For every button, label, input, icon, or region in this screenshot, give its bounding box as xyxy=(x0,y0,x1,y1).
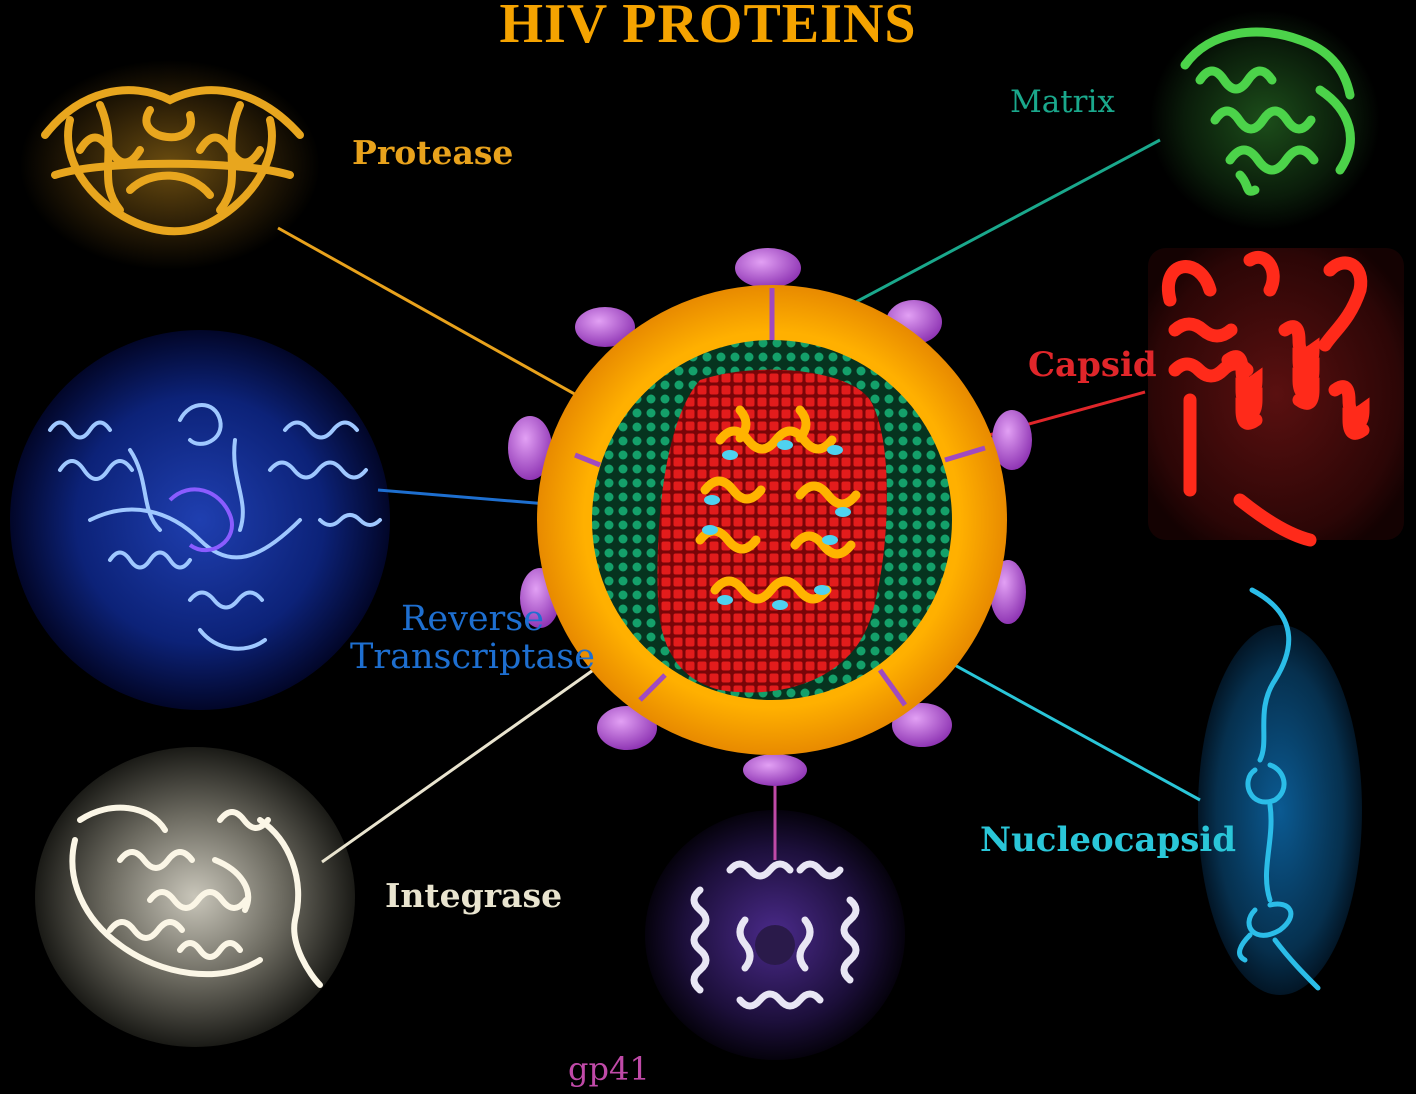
protease-structure xyxy=(20,60,320,270)
nucleocapsid-structure xyxy=(1198,590,1362,995)
label-nucleocapsid: Nucleocapsid xyxy=(980,820,1236,860)
reverse-transcriptase-structure xyxy=(10,330,390,710)
label-matrix: Matrix xyxy=(1010,84,1115,120)
capsid-structure xyxy=(1148,248,1404,540)
label-gp41: gp41 xyxy=(568,1050,650,1088)
label-capsid: Capsid xyxy=(1028,345,1157,385)
label-protease: Protease xyxy=(352,133,513,172)
label-reverse-transcriptase: Reverse Transcriptase xyxy=(350,600,595,676)
integrase-structure xyxy=(35,747,355,1047)
diagram-title: HIV PROTEINS xyxy=(0,0,1416,56)
label-reverse-transcriptase-line1: Reverse xyxy=(350,600,595,638)
label-integrase: Integrase xyxy=(385,876,562,915)
hiv-virion xyxy=(508,248,1032,786)
label-reverse-transcriptase-line2: Transcriptase xyxy=(350,638,595,676)
